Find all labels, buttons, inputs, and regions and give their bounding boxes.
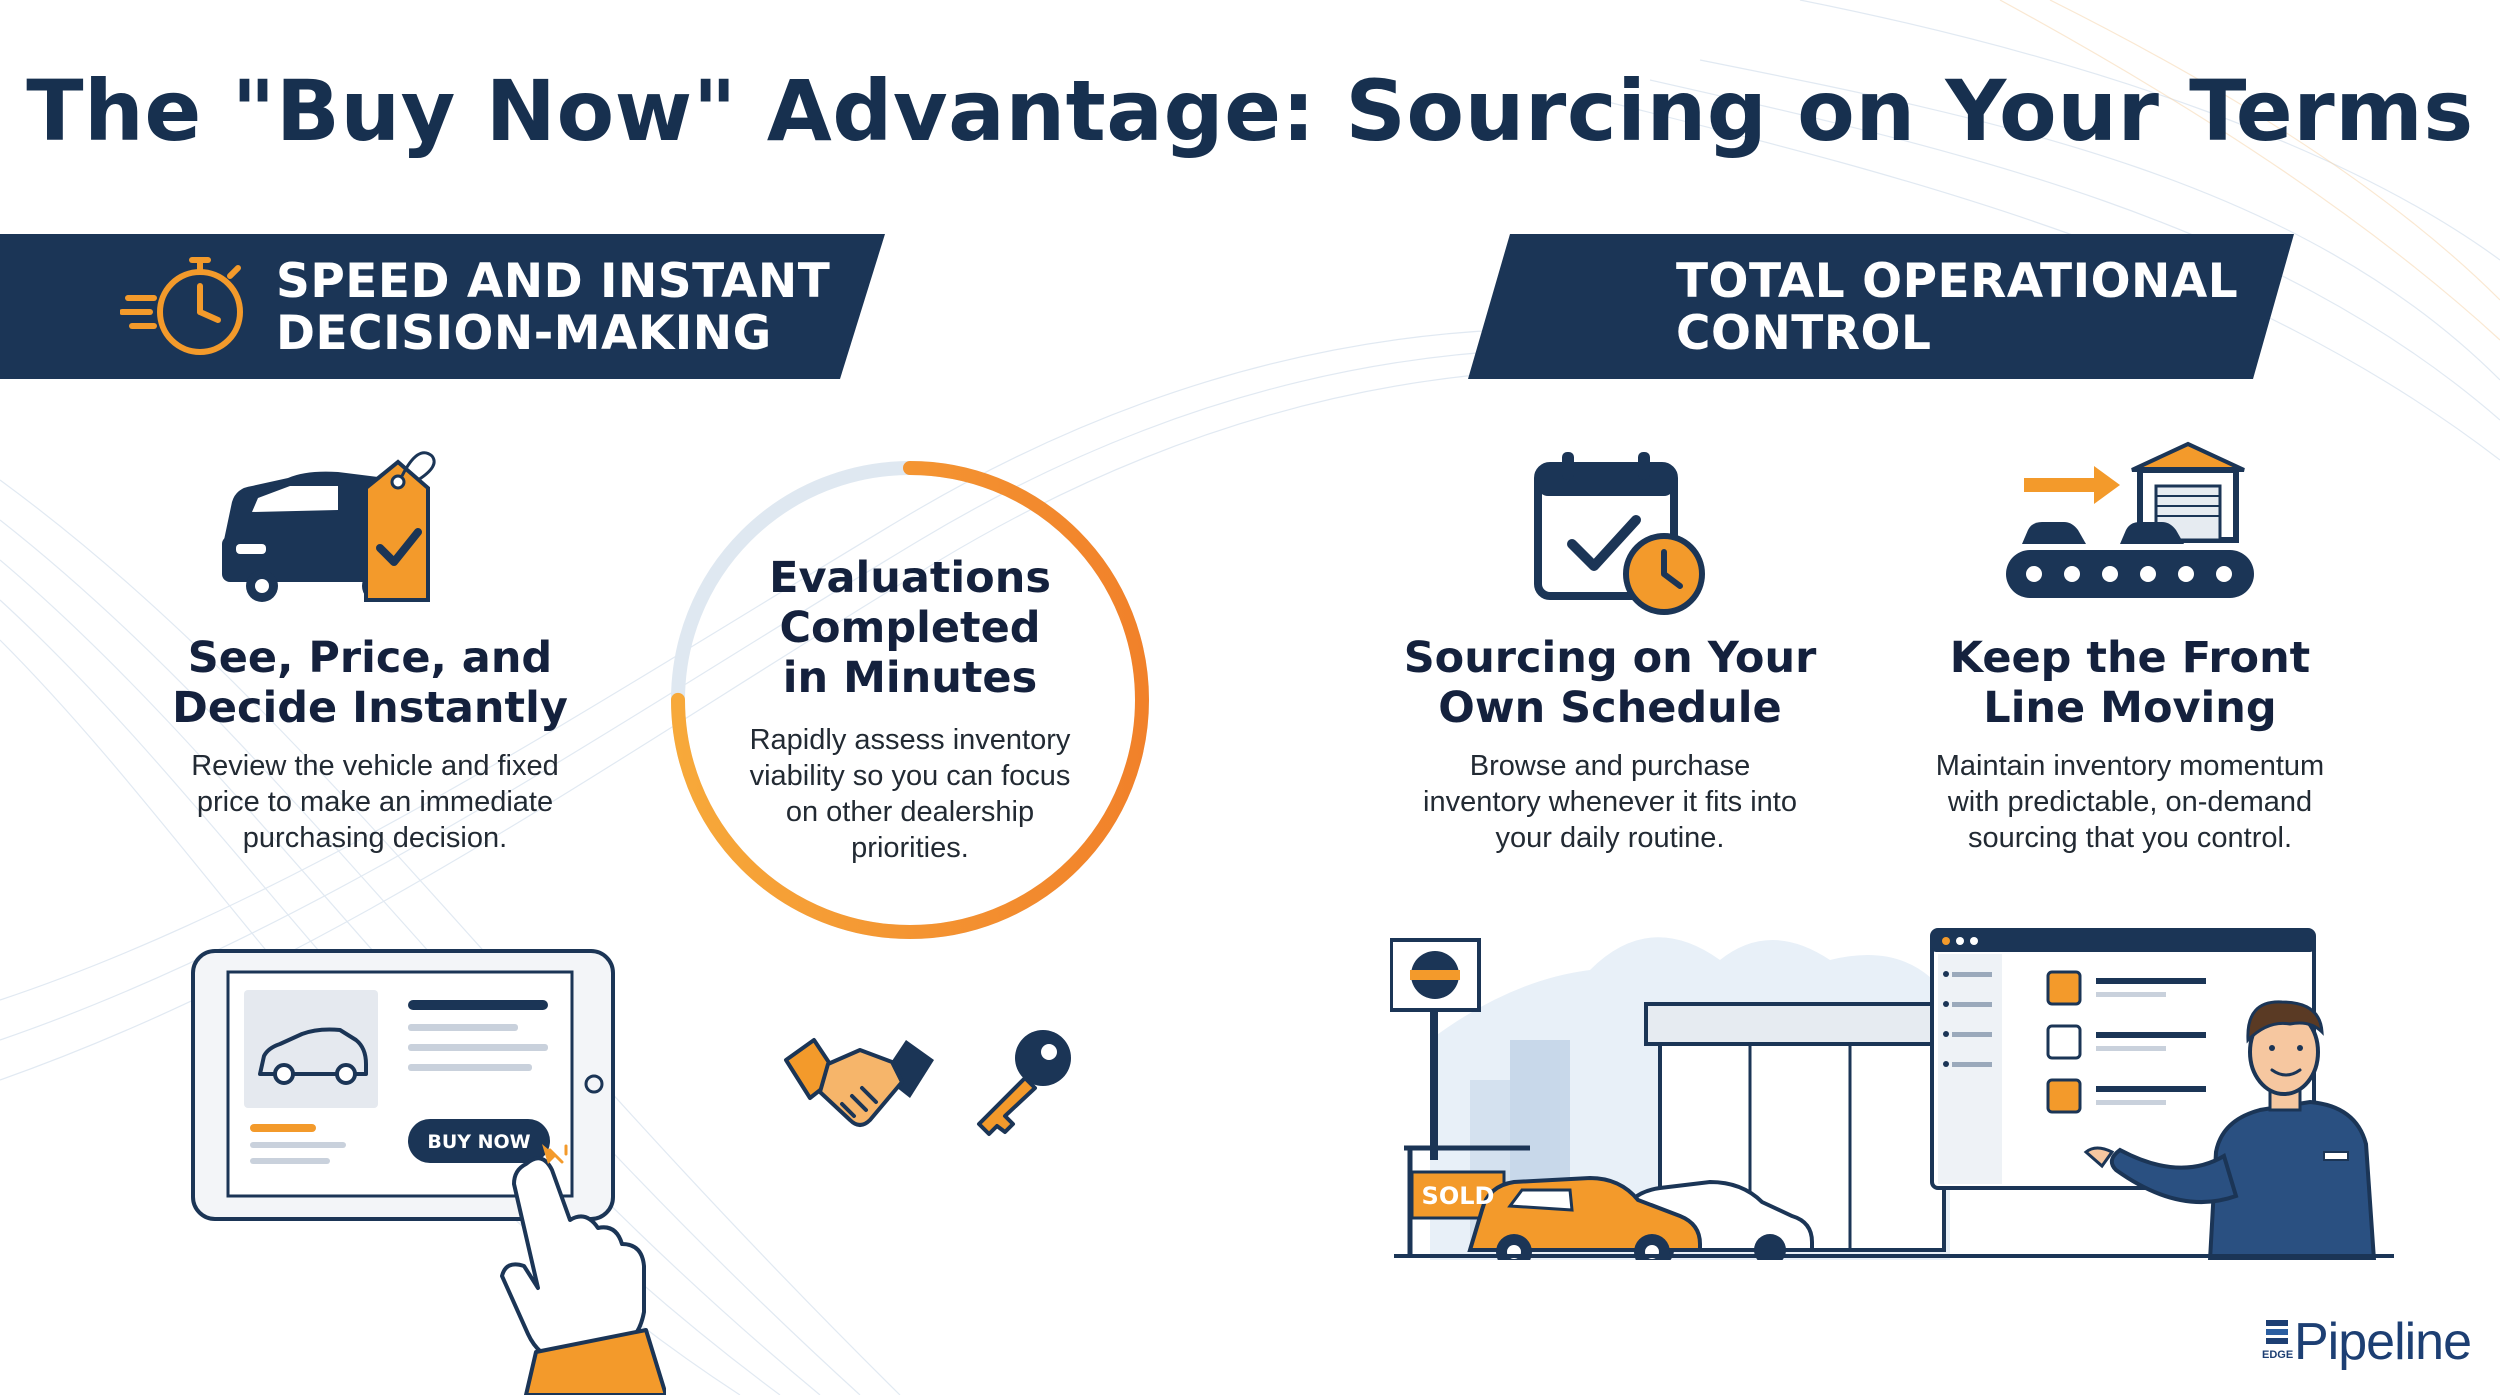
left-banner-line2: DECISION-MAKING: [276, 306, 772, 361]
sold-sign: SOLD: [1421, 1182, 1495, 1210]
schedule-desc-2: inventory whenever it fits into: [1423, 786, 1797, 818]
left-banner-line1: SPEED AND INSTANT: [276, 254, 831, 309]
handshake-icon: [784, 1038, 934, 1127]
front-line-title-1: Keep the Front: [1949, 633, 2311, 683]
car-price-tag-icon: [222, 451, 436, 602]
key-icon: [977, 1030, 1071, 1136]
front-line-desc-1: Maintain inventory momentum: [1935, 750, 2325, 782]
page-title: The "Buy Now" Advantage: Sourcing on You…: [26, 62, 2474, 160]
schedule-desc-3: your daily routine.: [1495, 822, 1725, 854]
schedule-desc-1: Browse and purchase: [1469, 750, 1751, 782]
evaluations-progress-ring: [671, 461, 1149, 939]
schedule-title-1: Sourcing on Your: [1403, 633, 1817, 683]
evaluations-desc-2: viability so you can focus: [749, 760, 1071, 792]
brand-edge-label: EDGE: [2262, 1349, 2294, 1361]
buy-now-button[interactable]: BUY NOW: [406, 1117, 552, 1165]
buy-now-label: BUY NOW: [427, 1131, 530, 1153]
evaluations-desc-4: priorities.: [851, 832, 969, 864]
evaluations-title-3: in Minutes: [782, 653, 1038, 703]
pointing-hand-icon: [500, 1144, 666, 1395]
stopwatch-icon: [120, 257, 243, 355]
evaluations-desc-3: on other dealership: [785, 796, 1035, 828]
see-price-desc-2: price to make an immediate: [196, 786, 554, 818]
see-price-desc-3: purchasing decision.: [242, 822, 508, 854]
evaluations-title-2: Completed: [779, 603, 1041, 653]
see-price-title-2: Decide Instantly: [172, 683, 568, 733]
front-line-desc-3: sourcing that you control.: [1967, 822, 2292, 854]
evaluations-title-1: Evaluations: [769, 553, 1051, 603]
see-price-title-1: See, Price, and: [187, 633, 553, 683]
right-banner-line2: CONTROL: [1676, 306, 1932, 361]
dealership-illustration: [1390, 928, 2394, 1260]
conveyor-warehouse-icon: [2006, 441, 2254, 598]
brand-name: Pipeline: [2294, 1313, 2472, 1371]
front-line-desc-2: with predictable, on-demand: [1947, 786, 2313, 818]
schedule-title-2: Own Schedule: [1438, 683, 1782, 733]
evaluations-desc-1: Rapidly assess inventory: [749, 724, 1071, 756]
front-line-title-2: Line Moving: [1983, 683, 2277, 733]
right-banner: [1468, 234, 2294, 379]
right-banner-line1: TOTAL OPERATIONAL: [1676, 254, 2239, 309]
pipeline-logo-icon: [2266, 1320, 2288, 1344]
see-price-desc-1: Review the vehicle and fixed: [191, 750, 559, 782]
calendar-clock-icon: [1534, 452, 1705, 615]
